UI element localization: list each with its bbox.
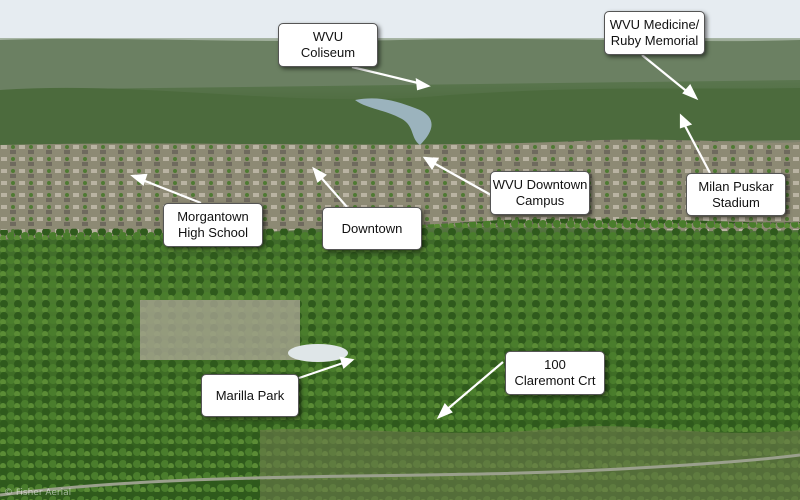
arrow-downtown	[317, 173, 348, 208]
arrowhead-coliseum	[415, 78, 431, 91]
label-campus-line1: WVU Downtown	[492, 177, 588, 192]
label-campus-line2: Campus	[515, 193, 565, 208]
arrowhead-campus	[422, 156, 439, 171]
arrowhead-marilla	[339, 356, 355, 369]
arrow-marilla	[298, 360, 347, 380]
label-downtown: Downtown	[322, 207, 422, 250]
label-wvu-coliseum-line1: WVU	[312, 29, 344, 44]
park-buildings	[140, 300, 300, 360]
label-high-school-line2: High School	[177, 225, 249, 240]
label-downtown-line1: Downtown	[341, 220, 403, 236]
watermark: © Fisher Aerial	[4, 488, 72, 498]
pool	[288, 344, 348, 362]
far-ridge	[0, 87, 800, 150]
label-stadium-line1: Milan Puskar	[698, 178, 774, 194]
arrowhead-downtown	[312, 166, 327, 183]
label-wvu-coliseum: WVU Coliseum	[278, 23, 378, 67]
label-claremont-line2: Claremont Crt	[514, 373, 596, 388]
arrow-high-school	[139, 177, 202, 205]
label-wvu-coliseum-line2: Coliseum	[300, 45, 356, 60]
label-marilla-line1: Marilla Park	[215, 387, 285, 403]
label-milan-puskar-stadium: Milan Puskar Stadium	[686, 173, 786, 216]
label-high-school-line1: Morgantown	[177, 209, 249, 224]
river	[355, 98, 432, 145]
arrowhead-high-school	[130, 173, 148, 186]
arrow-coliseum	[351, 65, 423, 86]
label-wvu-downtown-campus: WVU Downtown Campus	[490, 171, 590, 215]
label-wvu-medicine: WVU Medicine/ Ruby Memorial	[604, 11, 705, 55]
arrow-campus	[429, 160, 492, 196]
arrowhead-medicine	[682, 84, 699, 101]
label-wvu-medicine-line1: WVU Medicine/	[609, 17, 700, 32]
label-marilla-park: Marilla Park	[201, 374, 299, 417]
arrow-claremont	[443, 361, 504, 413]
road	[0, 453, 800, 497]
label-morgantown-high-school: Morgantown High School	[163, 203, 263, 247]
arrow-medicine	[641, 54, 691, 95]
arrowhead-stadium	[679, 113, 693, 129]
arrowhead-claremont	[436, 403, 453, 420]
pointer-arrows	[130, 54, 711, 420]
distant-hills	[0, 38, 800, 90]
arrow-stadium	[682, 121, 711, 174]
label-100-claremont-crt: 100 Claremont Crt	[505, 351, 605, 395]
label-wvu-medicine-line2: Ruby Memorial	[610, 33, 699, 48]
label-claremont-line1: 100	[544, 357, 566, 372]
label-stadium-line2: Stadium	[712, 194, 760, 210]
neighborhood	[260, 426, 800, 500]
